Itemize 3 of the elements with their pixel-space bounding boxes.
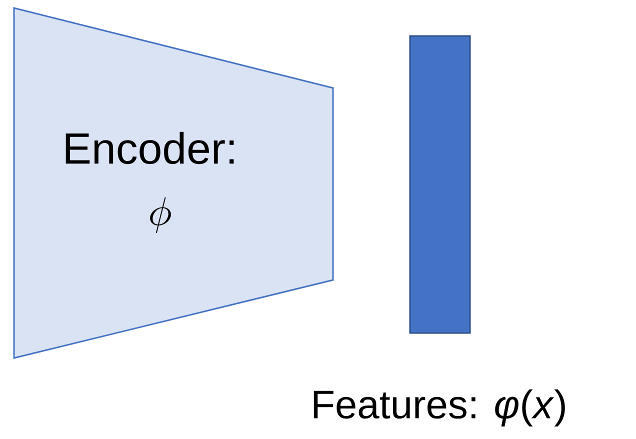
feature-label: Features: φ(x) bbox=[314, 389, 565, 427]
feature-bar bbox=[409, 35, 471, 334]
encoder-trapezoid: Encoder: $\phi$ bbox=[13, 7, 334, 359]
